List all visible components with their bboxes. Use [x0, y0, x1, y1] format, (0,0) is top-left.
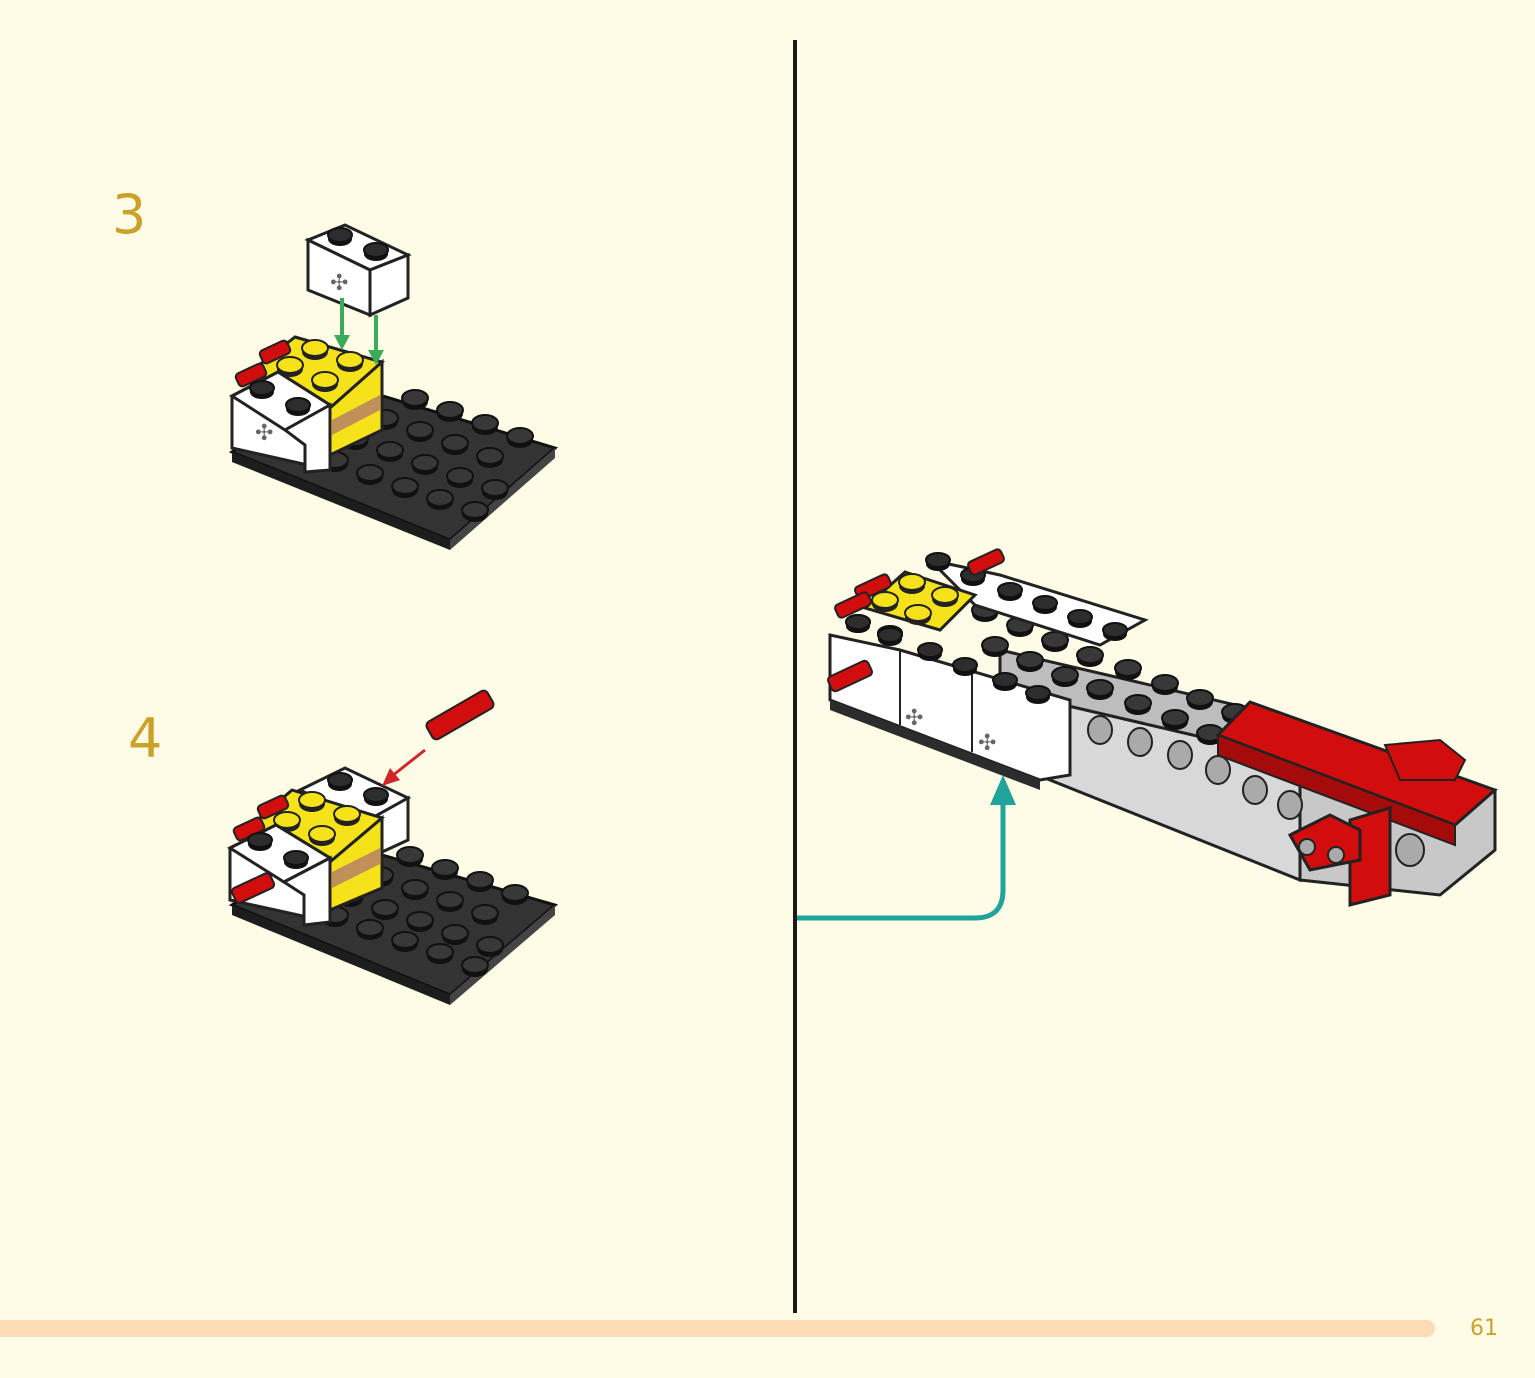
axle-cross-hole-icon: ✣	[905, 706, 923, 731]
step-3-number: 3	[112, 183, 147, 246]
falling-white-brick: ✣	[304, 223, 412, 318]
white-brick	[226, 823, 334, 927]
step-4-number: 4	[128, 707, 163, 770]
teal-subassembly-arrow-icon	[797, 775, 1016, 923]
red-block	[1215, 700, 1498, 907]
yellow-brick	[861, 570, 978, 632]
white-brick-row: ✣ ✣	[828, 614, 1072, 790]
red-pin	[826, 548, 1005, 693]
page-number: 61	[1470, 1316, 1498, 1341]
axle-cross-hole-icon: ✣	[978, 731, 996, 756]
red-pin	[232, 794, 290, 842]
red-pin-incoming	[425, 689, 495, 741]
footer-bar	[0, 1320, 1435, 1337]
red-pin	[234, 339, 292, 388]
red-insert-arrow-icon	[382, 748, 426, 786]
white-brick: ✣	[229, 370, 333, 474]
column-divider	[793, 40, 797, 1313]
axle-cross-hole-icon: ✣	[330, 271, 348, 296]
red-pin-inserted	[230, 872, 276, 904]
axle-cross-hole-icon: ✣	[255, 421, 273, 446]
green-down-arrow-icon	[334, 298, 384, 365]
